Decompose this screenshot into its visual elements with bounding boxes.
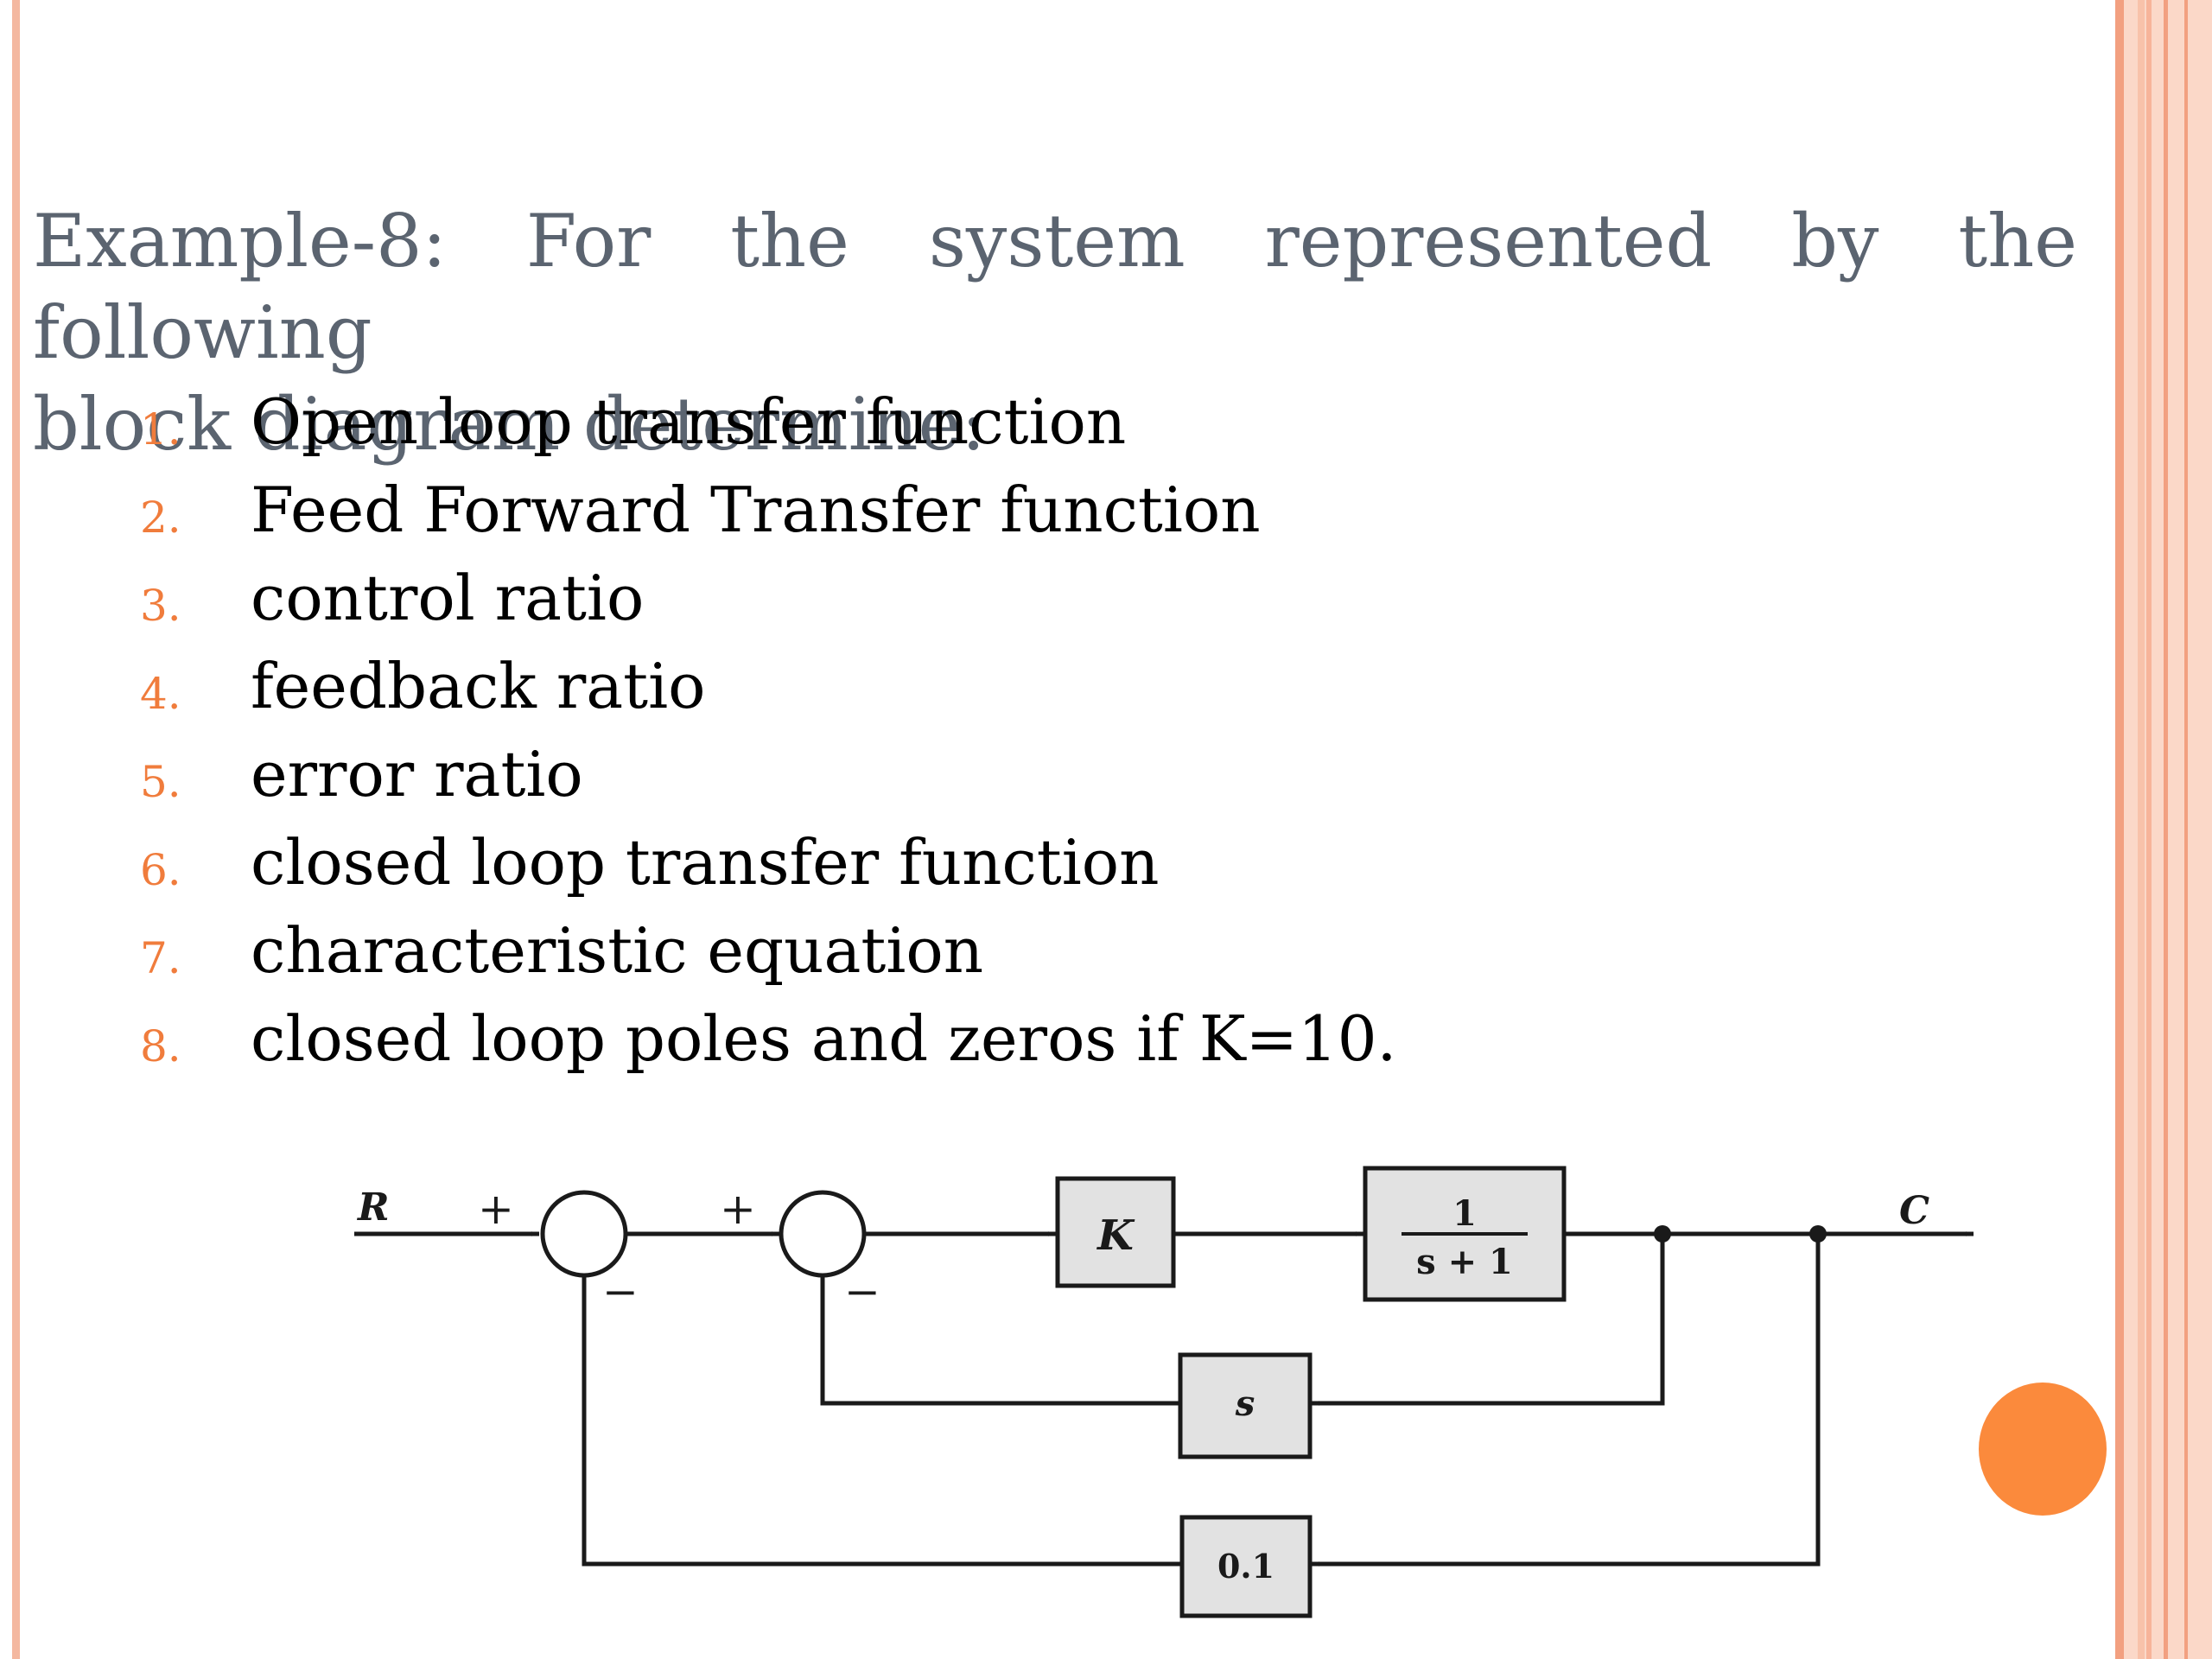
title-line-2: block diagram determine: (33, 382, 986, 467)
list-number: 3. (140, 581, 181, 631)
branch-point (1654, 1225, 1671, 1243)
gain-block-label: K (1096, 1211, 1135, 1260)
plant-denominator: s + 1 (1416, 1242, 1513, 1282)
outer-feedback-label: 0.1 (1217, 1547, 1274, 1586)
list-text: Open loop transfer function (251, 385, 1127, 458)
inner-feedback-block (1178, 1352, 1313, 1459)
right-border-line (2138, 0, 2145, 1659)
output-label: C (1899, 1189, 1929, 1233)
slide-title: Example-8: For the system represented by… (33, 195, 2077, 470)
branch-point (1809, 1225, 1827, 1243)
right-border-line (2115, 0, 2124, 1659)
inner-feedback-label: s (1235, 1383, 1255, 1424)
right-border-line (2146, 0, 2152, 1659)
sum1-plus-sign: + (478, 1184, 514, 1234)
summing-junction-2 (779, 1190, 867, 1278)
title-line-1: Example-8: For the system represented by… (33, 199, 2077, 375)
list-number: 4. (140, 669, 181, 719)
plant-numerator: 1 (1452, 1193, 1477, 1234)
right-border-line (2164, 0, 2168, 1659)
sum1-minus-sign: − (602, 1267, 639, 1317)
list-text: characteristic equation (251, 914, 984, 987)
list-number: 8. (140, 1021, 181, 1071)
list-number: 1. (140, 404, 181, 454)
signal-lines (354, 1231, 1974, 1567)
list-text: closed loop transfer function (251, 826, 1160, 899)
list-text: control ratio (251, 562, 645, 634)
list-number: 6. (140, 845, 181, 895)
sum2-plus-sign: + (720, 1184, 756, 1234)
list-text: error ratio (251, 738, 583, 810)
list-text: feedback ratio (251, 650, 706, 722)
list-number: 2. (140, 493, 181, 543)
accent-dot-decoration (1979, 1382, 2107, 1516)
list-text: Feed Forward Transfer function (251, 474, 1261, 546)
outer-feedback-block (1179, 1515, 1313, 1618)
input-label: R (356, 1185, 390, 1230)
right-border-line (2184, 0, 2188, 1659)
sum2-minus-sign: − (844, 1267, 880, 1317)
list-text: closed loop poles and zeros if K=10. (251, 1002, 1397, 1075)
list-number: 5. (140, 757, 181, 807)
left-border-decoration (12, 0, 20, 1659)
gain-block (1055, 1176, 1176, 1288)
summing-junction-1 (540, 1190, 628, 1278)
list-number: 7. (140, 933, 181, 983)
